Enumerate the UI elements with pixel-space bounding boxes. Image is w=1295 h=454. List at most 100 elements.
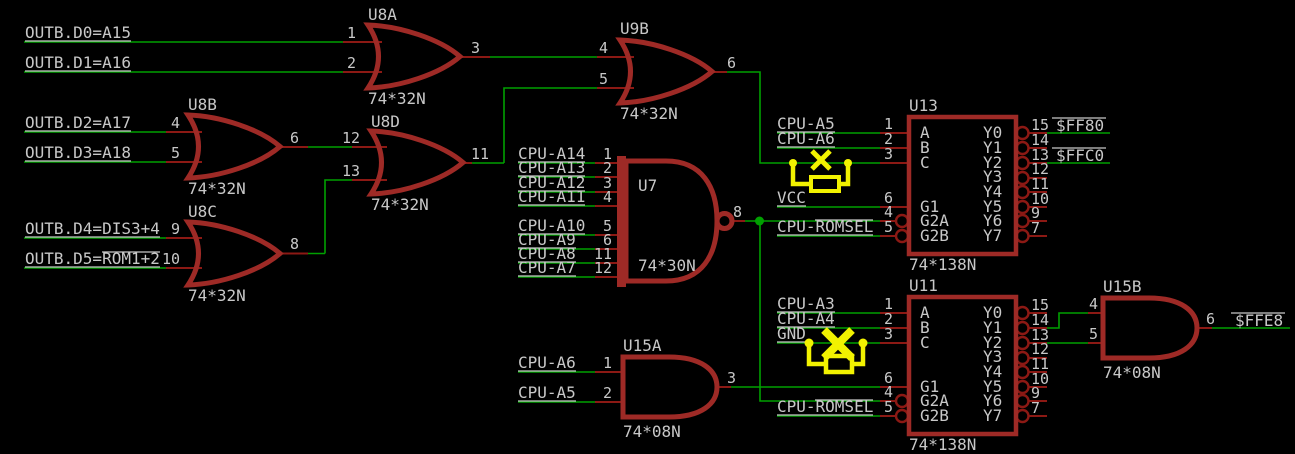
u13-box[interactable] xyxy=(906,114,1019,257)
net-label-cpu-romsel-u11[interactable]: CPU-ROMSEL xyxy=(777,397,873,416)
u13-name: U13 xyxy=(909,96,938,115)
net-label-cpu-romsel-u13[interactable]: CPU-ROMSEL xyxy=(777,217,873,236)
u8a-value: 74*32N xyxy=(368,89,426,108)
net-label-cpu-a12[interactable]: CPU-A12 xyxy=(518,173,585,192)
pin-stubs xyxy=(166,41,1212,424)
u11-pin-15: 15 xyxy=(1031,296,1049,314)
net-wire-u7-inputs xyxy=(518,162,595,278)
u8a-gate[interactable]: U8A 74*32N 1 2 3 xyxy=(347,5,480,108)
u11-pin-7: 7 xyxy=(1031,399,1040,417)
u7-pin12: 12 xyxy=(594,259,612,277)
or-gate-symbol[interactable] xyxy=(188,115,280,178)
net-label-cpu-a13[interactable]: CPU-A13 xyxy=(518,158,585,177)
and-gate-symbol[interactable] xyxy=(1103,298,1197,358)
u8a-pin3: 3 xyxy=(471,39,480,57)
net-label-cpu-a9[interactable]: CPU-A9 xyxy=(518,230,576,249)
u11-decoder[interactable]: U11 74*138N A B C G1 G2A G2B Y0 Y1 Y2 Y3… xyxy=(884,276,1049,454)
net-label-outb-d4[interactable]: OUTB.D4=DIS3+4 xyxy=(25,219,160,238)
u9b-gate[interactable]: U9B 74*32N 4 5 6 xyxy=(599,19,736,123)
u8a-pin2: 2 xyxy=(347,54,356,72)
u9b-name: U9B xyxy=(620,19,649,38)
u13-pin-2: 2 xyxy=(884,130,893,148)
jumper-strap xyxy=(790,163,851,187)
or-gate-symbol[interactable] xyxy=(371,131,463,194)
u7-pin11: 11 xyxy=(594,245,612,263)
u15b-pin5: 5 xyxy=(1089,325,1098,343)
jumper-strap xyxy=(806,343,866,367)
u13-label-c: C xyxy=(920,153,930,172)
net-wire-u13-left xyxy=(777,132,880,237)
net-wire-u11-left xyxy=(777,312,880,417)
u11-pin-2: 2 xyxy=(884,310,893,328)
u8a-pin1: 1 xyxy=(347,24,356,42)
u15b-value: 74*08N xyxy=(1103,363,1161,382)
u8b-pin6: 6 xyxy=(290,129,299,147)
u11-label-b: B xyxy=(920,318,930,337)
net-label-outb-d2[interactable]: OUTB.D2=A17 xyxy=(25,113,131,132)
highlight-annotation-u11[interactable] xyxy=(804,327,868,375)
net-wire-u11-to-u15b xyxy=(1047,312,1088,344)
net-label-cpu-a6-u15a[interactable]: CPU-A6 xyxy=(518,353,576,372)
net-label-cpu-a3[interactable]: CPU-A3 xyxy=(777,294,835,313)
u8c-pin10: 10 xyxy=(162,250,180,268)
net-label-ffc0[interactable]: $FFC0 xyxy=(1056,146,1104,165)
net-label-cpu-a11[interactable]: CPU-A11 xyxy=(518,187,585,206)
u7-pin2: 2 xyxy=(603,159,612,177)
net-label-cpu-a7[interactable]: CPU-A7 xyxy=(518,258,576,277)
net-wire-u15a xyxy=(518,371,880,403)
u8c-pin8: 8 xyxy=(290,235,299,253)
u8c-gate[interactable]: U8C 74*32N 9 10 8 xyxy=(162,202,299,305)
net-label-vcc[interactable]: VCC xyxy=(777,188,806,207)
or-gate-symbol[interactable] xyxy=(188,222,280,285)
u8b-gate[interactable]: U8B 74*32N 4 5 6 xyxy=(171,95,299,198)
net-label-outb-d3[interactable]: OUTB.D3=A18 xyxy=(25,143,131,162)
net-label-ffe8[interactable]: $FFE8 xyxy=(1235,311,1283,330)
net-wire-outb-inputs xyxy=(24,41,343,269)
net-labels: OUTB.D0=A15 OUTB.D1=A16 OUTB.D2=A17 OUTB… xyxy=(25,23,1285,416)
u11-pin-14: 14 xyxy=(1031,311,1049,329)
u8c-name: U8C xyxy=(188,202,217,221)
u11-pin-5: 5 xyxy=(884,398,893,416)
net-label-ff80[interactable]: $FF80 xyxy=(1056,116,1104,135)
and-gate-symbol[interactable] xyxy=(623,357,717,417)
u13-label-y4: Y4 xyxy=(983,182,1002,201)
u7-gate[interactable]: U7 74*30N 1 2 3 4 5 6 11 12 8 xyxy=(594,145,742,287)
u11-label-y2: Y2 xyxy=(983,333,1002,352)
u15b-pin6: 6 xyxy=(1206,310,1215,328)
u15a-gate[interactable]: U15A 74*08N 1 2 3 xyxy=(603,336,736,441)
net-label-cpu-a4[interactable]: CPU-A4 xyxy=(777,309,835,328)
u8d-pin11: 11 xyxy=(471,145,489,163)
net-label-outb-d5[interactable]: OUTB.D5=ROM1+2 xyxy=(25,249,160,268)
net-label-outb-d1[interactable]: OUTB.D1=A16 xyxy=(25,53,131,72)
net-label-cpu-a6-u13[interactable]: CPU-A6 xyxy=(777,129,835,148)
net-label-cpu-a14[interactable]: CPU-A14 xyxy=(518,144,585,163)
or-gate-symbol[interactable] xyxy=(368,25,460,88)
u13-decoder[interactable]: U13 74*138N A B C G1 G2A G2B Y0 Y1 Y2 Y3… xyxy=(884,96,1049,274)
u11-label-a: A xyxy=(920,303,930,322)
net-label-cpu-a10[interactable]: CPU-A10 xyxy=(518,216,585,235)
u15b-gate[interactable]: U15B 74*08N 4 5 6 xyxy=(1089,277,1215,382)
net-label-gnd[interactable]: GND xyxy=(777,324,806,343)
u11-label-g1: G1 xyxy=(920,377,939,396)
nand-input-bar[interactable] xyxy=(617,156,626,287)
u11-value: 74*138N xyxy=(909,435,976,454)
u7-pin1: 1 xyxy=(603,145,612,163)
net-wire-u8a-u8d-outputs xyxy=(472,56,597,164)
u7-name: U7 xyxy=(638,176,657,195)
or-gate-symbol[interactable] xyxy=(620,40,712,103)
u11-label-y7: Y7 xyxy=(983,406,1002,425)
net-label-cpu-a5-u13[interactable]: CPU-A5 xyxy=(777,114,835,133)
u11-label-g2a: G2A xyxy=(920,391,949,410)
net-label-outb-d0[interactable]: OUTB.D0=A15 xyxy=(25,23,131,42)
pin-stub-u7 xyxy=(595,162,745,278)
net-label-cpu-a5-u15a[interactable]: CPU-A5 xyxy=(518,383,576,402)
u13-pin-7: 7 xyxy=(1031,219,1040,237)
highlight-annotation-u13[interactable] xyxy=(789,149,852,193)
u11-box[interactable] xyxy=(906,294,1019,437)
u13-pin-15: 15 xyxy=(1031,116,1049,134)
u8d-gate[interactable]: U8D 74*32N 12 13 11 xyxy=(342,112,489,214)
net-label-cpu-a8[interactable]: CPU-A8 xyxy=(518,244,576,263)
u7-pin3: 3 xyxy=(603,174,612,192)
